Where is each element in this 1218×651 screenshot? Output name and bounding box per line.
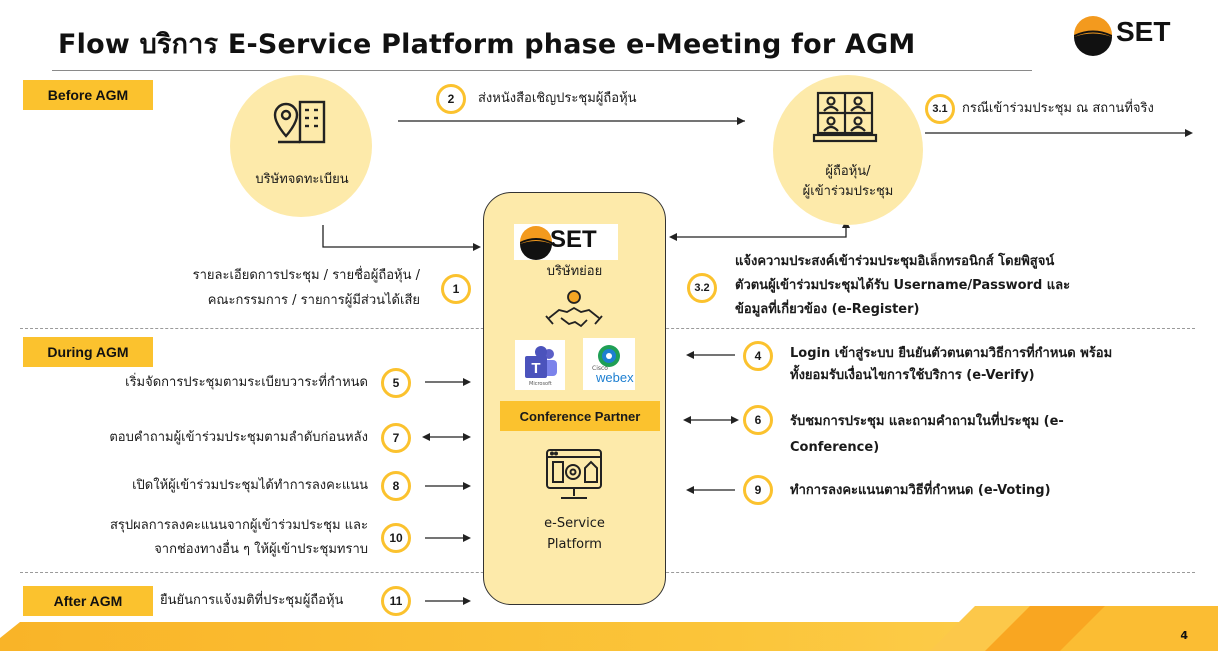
video-meeting-icon [812, 91, 878, 143]
step-2-badge: 2 [436, 84, 466, 114]
phase-after-agm: After AGM [23, 586, 153, 616]
step-6-badge: 6 [743, 405, 773, 435]
step-6-text-line2: Conference) [790, 440, 880, 455]
title-divider [52, 70, 1032, 71]
e-service-platform-icon [546, 449, 602, 499]
set-logo-icon [1074, 16, 1112, 56]
registrar-node [230, 75, 372, 217]
step-3-1-text: กรณีเข้าร่วมประชุม ณ สถานที่จริง [962, 101, 1154, 116]
registrar-label: บริษัทจดทะเบียน [255, 172, 349, 187]
page-title: Flow บริการ E-Service Platform phase e-M… [58, 29, 916, 60]
step-4-text-line1: Login เข้าสู่ระบบ ยืนยันตัวตนตามวิธีการท… [790, 346, 1113, 361]
step-3-2-badge: 3.2 [687, 273, 717, 303]
subsidiary-label: บริษัทย่อย [546, 264, 603, 279]
step-8-badge: 8 [381, 471, 411, 501]
set-logo-icon [520, 226, 552, 260]
set-logo: SET [1072, 14, 1192, 58]
phase-before-agm: Before AGM [23, 80, 153, 110]
set-logo-text: SET [550, 226, 597, 253]
step-10-text-line1: สรุปผลการลงคะแนนจากผู้เข้าร่วมประชุม และ [109, 518, 368, 533]
step-4-badge: 4 [743, 341, 773, 371]
teams-sublabel: Microsoft [529, 381, 552, 387]
step-9-badge: 9 [743, 475, 773, 505]
teams-icon: T [525, 346, 557, 378]
step-11-text: ยืนยันการแจ้งมติที่ประชุมผู้ถือหุ้น [160, 593, 344, 608]
step-1-text-line2: คณะกรรมการ / รายการผู้มีส่วนได้เสีย [207, 293, 420, 308]
building-location-icon [273, 100, 326, 144]
step-3-2-text-line1: แจ้งความประสงค์เข้าร่วมประชุมอิเล็กทรอนิ… [735, 254, 1055, 269]
step-3-1-badge: 3.1 [925, 94, 955, 124]
step-11-badge: 11 [381, 586, 411, 616]
conference-partner-tag: Conference Partner [500, 401, 660, 431]
webex-label: webex [596, 370, 634, 385]
webex-icon [598, 345, 620, 367]
set-logo-text: SET [1116, 16, 1171, 47]
step-4-text-line2: ทั้งยอมรับเงื่อนไขการใช้บริการ (e-Verify… [790, 368, 1035, 383]
step-2-text: ส่งหนังสือเชิญประชุมผู้ถือหุ้น [478, 91, 637, 106]
step-1-text-line1: รายละเอียดการประชุม / รายชื่อผู้ถือหุ้น … [192, 268, 420, 283]
platform-container [483, 192, 666, 605]
teams-app-icon: T [515, 340, 565, 390]
step-9-text: ทำการลงคะแนนตามวิธีที่กำหนด (e-Voting) [790, 483, 1051, 498]
platform-label-line1: e-Service [544, 516, 605, 531]
step-8-text: เปิดให้ผู้เข้าร่วมประชุมได้ทำการลงคะแนน [132, 478, 368, 493]
shareholders-node [773, 75, 923, 225]
phase-during-agm: During AGM [23, 337, 153, 367]
step-5-text: เริ่มจัดการประชุมตามระเบียบวาระที่กำหนด [125, 375, 368, 390]
page-number: 4 [1180, 629, 1188, 642]
step-7-text: ตอบคำถามผู้เข้าร่วมประชุมตามลำดับก่อนหลั… [109, 430, 368, 445]
step-3-2-text-line2: ตัวตนผู้เข้าร่วมประชุมได้รับ Username/Pa… [735, 278, 1071, 293]
platform-label-line2: Platform [547, 537, 602, 552]
step-10-badge: 10 [381, 523, 411, 553]
step-1-badge: 1 [441, 274, 471, 304]
step-10-text-line2: จากช่องทางอื่น ๆ ให้ผู้เข้าประชุมทราบ [154, 542, 368, 557]
step-5-badge: 5 [381, 368, 411, 398]
step-7-badge: 7 [381, 423, 411, 453]
svg-text:T: T [531, 360, 540, 377]
subsidiary-set-logo: SET [514, 224, 618, 260]
webex-small-label: Cisco [592, 365, 608, 372]
shareholders-label-line2: ผู้เข้าร่วมประชุม [802, 184, 894, 199]
step-3-2-text-line3: ข้อมูลที่เกี่ยวข้อง (e-Register) [735, 302, 920, 317]
partnership-handshake-icon [545, 290, 603, 328]
shareholders-label-line1: ผู้ถือหุ้น/ [825, 164, 871, 179]
step-6-text-line1: รับชมการประชุม และถามคำถามในที่ประชุม (e… [790, 414, 1064, 429]
webex-app-icon [583, 338, 635, 390]
